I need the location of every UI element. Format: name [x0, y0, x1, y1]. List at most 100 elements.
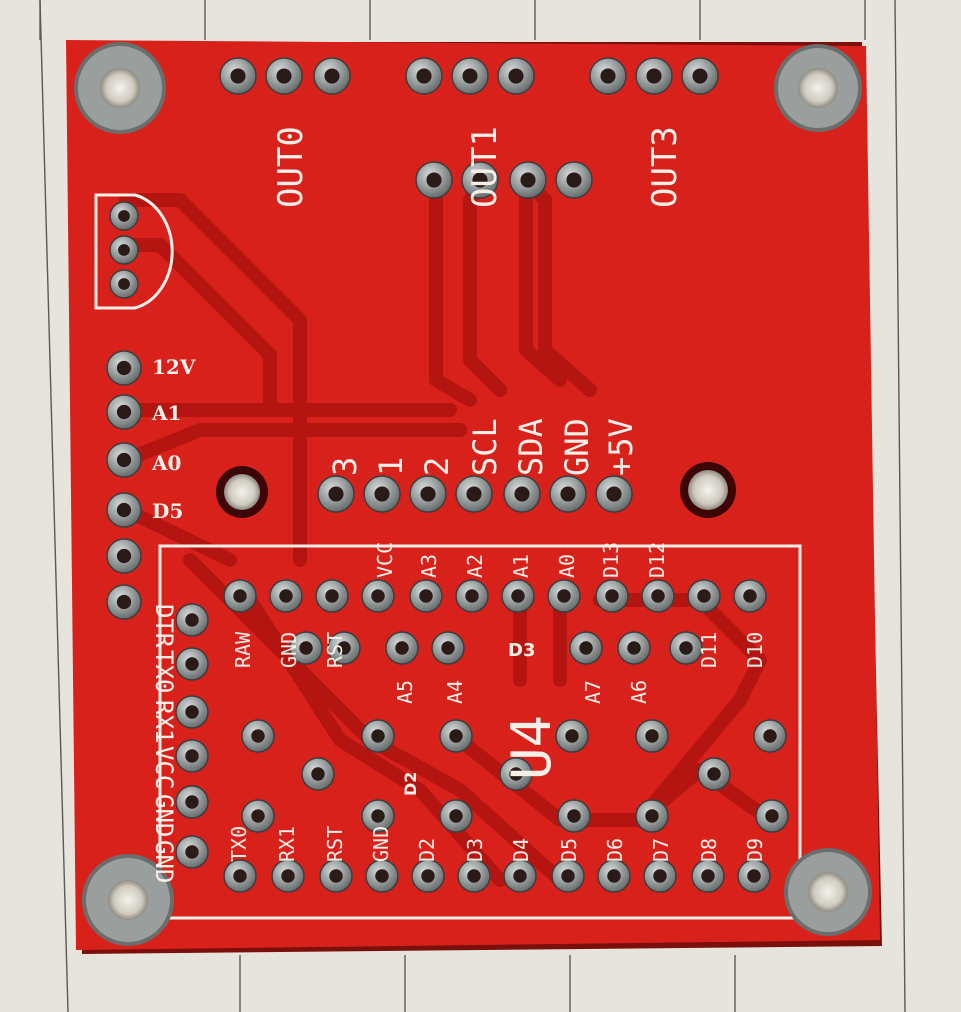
drill-hole [185, 613, 199, 627]
drill-hole [328, 486, 344, 502]
label-a4: A4 [443, 680, 467, 704]
drill-hole [701, 869, 715, 883]
label-gnd-bottom: GND [369, 826, 393, 862]
drill-hole [651, 589, 665, 603]
drill-hole [426, 172, 442, 188]
drill-hole [185, 845, 199, 859]
label-a1: A1 [151, 401, 181, 425]
label-sda: SDA [512, 418, 550, 476]
drill-hole [565, 729, 579, 743]
label-out0: OUT0 [271, 126, 311, 208]
drill-hole [118, 210, 130, 222]
label-u4: U4 [500, 715, 563, 780]
drill-hole [743, 589, 757, 603]
drill-hole [230, 68, 246, 84]
label-d11: D11 [697, 632, 721, 668]
label-a1-top: A1 [509, 554, 533, 578]
drill-hole [692, 68, 708, 84]
label-d7-bottom: D7 [649, 838, 673, 862]
drill-hole [511, 589, 525, 603]
drill-hole [251, 729, 265, 743]
drill-hole [566, 172, 582, 188]
label-a3: A3 [417, 554, 441, 578]
label-5v: +5V [602, 418, 640, 476]
drill-hole [279, 589, 293, 603]
drill-hole [233, 869, 247, 883]
label-d4-bottom: D4 [509, 838, 533, 862]
drill-hole [449, 809, 463, 823]
label-gnd-top: GND [277, 632, 301, 668]
label-out1: OUT1 [465, 126, 505, 208]
label-rx1-bottom: RX1 [275, 826, 299, 862]
label-d3-bottom: D3 [463, 838, 487, 862]
label-rst-bottom: RST [323, 826, 347, 862]
drill-hole [185, 657, 199, 671]
mounting-hole [82, 854, 174, 946]
label-out3: OUT3 [645, 126, 685, 208]
label-a0: A0 [151, 451, 181, 475]
drill-hole [325, 589, 339, 603]
drill-hole [116, 360, 132, 376]
drill-hole [765, 809, 779, 823]
drill-hole [118, 244, 130, 256]
drill-hole [763, 729, 777, 743]
drill-hole [513, 869, 527, 883]
drill-hole [116, 548, 132, 564]
drill-hole [462, 68, 478, 84]
mounting-hole [74, 42, 166, 134]
drill-hole [509, 767, 523, 781]
drill-hole [646, 68, 662, 84]
drill-hole [116, 502, 132, 518]
label-rx1-left: RX1 [150, 700, 178, 743]
drill-hole [465, 589, 479, 603]
drill-hole [118, 278, 130, 290]
drill-hole [600, 68, 616, 84]
label-d13: D13 [599, 542, 623, 578]
label-raw: RAW [231, 631, 255, 668]
drill-hole [441, 641, 455, 655]
drill-hole [281, 869, 295, 883]
drill-hole [374, 486, 390, 502]
drill-hole [375, 869, 389, 883]
drill-hole [299, 641, 313, 655]
label-hdr-2: 2 [418, 457, 456, 476]
drill-hole [116, 404, 132, 420]
label-d5-bottom: D5 [557, 838, 581, 862]
drill-hole [311, 767, 325, 781]
drill-hole [679, 641, 693, 655]
drill-hole [371, 729, 385, 743]
label-a0-top: A0 [555, 554, 579, 578]
label-d8-bottom: D8 [697, 838, 721, 862]
drill-hole [707, 767, 721, 781]
label-rst-top: RST [323, 632, 347, 668]
drill-hole [185, 795, 199, 809]
drill-hole [627, 641, 641, 655]
drill-hole [508, 68, 524, 84]
drill-hole [653, 869, 667, 883]
drill-hole [514, 486, 530, 502]
label-tx0-bottom: TX0 [227, 826, 251, 862]
silkscreen-text: OUT0 OUT1 OUT3 12V A1 A0 D5 3 1 2 SCL SD… [150, 126, 767, 883]
label-a5: A5 [393, 680, 417, 704]
drill-hole [116, 594, 132, 610]
label-dtr: DTR [150, 604, 178, 648]
pads-layer [106, 57, 789, 893]
label-a6: A6 [627, 680, 651, 704]
label-d3-led: D3 [508, 640, 535, 661]
silkscreen-outlines [94, 193, 802, 920]
drill-hole [329, 869, 343, 883]
drill-hole [419, 589, 433, 603]
label-hdr-1: 1 [372, 457, 410, 476]
drill-hole [467, 869, 481, 883]
label-d5: D5 [152, 499, 183, 523]
drill-hole [560, 486, 576, 502]
drill-hole [185, 749, 199, 763]
label-d12: D12 [645, 542, 669, 578]
drill-hole [276, 68, 292, 84]
label-vcc-top: VCC [373, 542, 397, 578]
label-a2: A2 [463, 554, 487, 578]
drill-hole [472, 172, 488, 188]
drill-hole [606, 486, 622, 502]
label-d6-bottom: D6 [603, 838, 627, 862]
label-vcc-left: VCC [150, 746, 178, 789]
